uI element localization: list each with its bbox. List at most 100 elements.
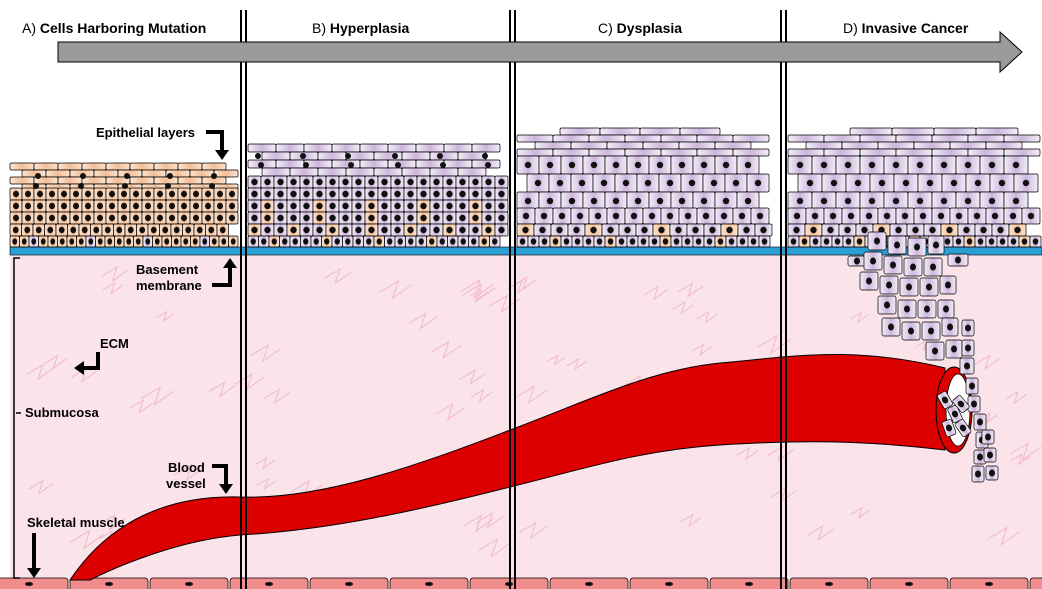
epithelial-cell bbox=[154, 163, 178, 170]
invading-cell bbox=[984, 448, 996, 462]
invading-cell bbox=[960, 358, 974, 374]
epithelial-cell bbox=[934, 128, 976, 135]
invading-cell bbox=[962, 320, 974, 336]
epithelial-cell bbox=[262, 152, 290, 160]
epithelial-cell bbox=[34, 163, 58, 170]
epithelial-cell bbox=[860, 149, 896, 156]
epithelial-cell bbox=[788, 135, 824, 142]
skeletal-muscle-layer bbox=[0, 578, 1042, 589]
epithelial-layers-pointer bbox=[206, 132, 222, 152]
invading-cell bbox=[902, 322, 920, 340]
epithelial-layers-label: Epithelial layers bbox=[96, 125, 195, 140]
epithelial-cell bbox=[517, 149, 553, 156]
invading-cell bbox=[864, 252, 882, 270]
epithelial-cell bbox=[82, 177, 106, 184]
muscle-fiber bbox=[630, 578, 708, 589]
epithelial-cell bbox=[842, 142, 878, 149]
epithelial-cell bbox=[374, 168, 402, 176]
stage-d-heading: D) Invasive Cancer bbox=[843, 20, 969, 36]
invading-cell bbox=[920, 278, 938, 296]
epithelial-cell bbox=[892, 128, 934, 135]
epithelial-cell bbox=[680, 128, 720, 135]
muscle-fiber bbox=[950, 578, 1028, 589]
epithelial-cell bbox=[850, 128, 892, 135]
epithelial-cell bbox=[94, 170, 118, 177]
epithelial-cell bbox=[262, 168, 290, 176]
epithelial-cell bbox=[932, 149, 968, 156]
epithelial-cell bbox=[733, 149, 769, 156]
muscle-fiber bbox=[0, 578, 68, 589]
epithelial-cell bbox=[1004, 149, 1040, 156]
epithelial-cell bbox=[625, 135, 661, 142]
invading-cell bbox=[888, 236, 906, 254]
invading-cell bbox=[928, 236, 944, 254]
skeletal-muscle-label: Skeletal muscle bbox=[27, 515, 125, 530]
invading-cell bbox=[878, 296, 896, 314]
muscle-fiber bbox=[790, 578, 868, 589]
epithelial-cell bbox=[318, 152, 346, 160]
epithelial-cell bbox=[679, 142, 715, 149]
epithelial-cell bbox=[1004, 135, 1040, 142]
epithelial-cell bbox=[332, 144, 360, 152]
invading-cell bbox=[972, 466, 984, 482]
epithelial-cell bbox=[178, 163, 202, 170]
basement-membrane bbox=[10, 247, 1042, 255]
invading-cell bbox=[948, 254, 968, 266]
invading-cell bbox=[986, 466, 998, 480]
epithelial-cell bbox=[458, 168, 486, 176]
epithelial-cell bbox=[878, 142, 914, 149]
epithelial-cell bbox=[290, 168, 318, 176]
muscle-fiber bbox=[150, 578, 228, 589]
epithelial-cell bbox=[715, 142, 751, 149]
ecm-label: ECM bbox=[100, 336, 129, 351]
invading-cell bbox=[860, 272, 878, 290]
invading-cell bbox=[968, 396, 980, 412]
invading-cell bbox=[922, 322, 940, 340]
invading-cell bbox=[942, 318, 958, 336]
invading-cell bbox=[898, 300, 916, 318]
epithelial-cell bbox=[896, 135, 932, 142]
epithelial-cell bbox=[517, 135, 553, 142]
blood-vessel-label-line1: Blood bbox=[168, 460, 205, 475]
invading-cell bbox=[966, 378, 978, 394]
epithelial-cell bbox=[976, 128, 1018, 135]
muscle-fiber bbox=[390, 578, 468, 589]
epithelial-cell bbox=[276, 144, 304, 152]
epithelial-cell bbox=[58, 163, 82, 170]
progression-arrow bbox=[58, 32, 1022, 72]
epithelial-cell bbox=[914, 142, 950, 149]
invading-cell bbox=[962, 340, 974, 356]
invading-cell bbox=[884, 256, 902, 274]
epithelial-cell bbox=[824, 149, 860, 156]
epithelial-cell bbox=[318, 168, 346, 176]
epithelial-cell bbox=[553, 135, 589, 142]
epithelial-cell bbox=[248, 144, 276, 152]
epithelial-cell bbox=[430, 152, 458, 160]
basement-label-line1: Basement bbox=[136, 262, 199, 277]
epithelial-cell bbox=[640, 128, 680, 135]
invading-cell bbox=[868, 232, 886, 250]
invading-cell bbox=[918, 300, 936, 318]
epithelial-cell bbox=[58, 177, 82, 184]
epithelial-cell bbox=[130, 163, 154, 170]
epithelial-cell bbox=[22, 170, 46, 177]
epithelial-cell bbox=[643, 142, 679, 149]
epithelial-cell bbox=[860, 135, 896, 142]
epithelial-cell bbox=[10, 163, 34, 170]
epithelial-cell bbox=[388, 144, 416, 152]
epithelial-cell bbox=[553, 149, 589, 156]
epithelial-cell bbox=[178, 177, 202, 184]
muscle-fiber bbox=[870, 578, 948, 589]
epithelial-cell bbox=[824, 135, 860, 142]
epithelial-cell bbox=[788, 149, 824, 156]
invading-cell bbox=[946, 340, 962, 358]
invading-cell bbox=[908, 238, 926, 256]
epithelial-cell bbox=[589, 149, 625, 156]
basement-label-line2: membrane bbox=[136, 278, 202, 293]
epithelial-cell bbox=[806, 142, 842, 149]
epithelial-cell bbox=[304, 144, 332, 152]
epithelial-cell bbox=[950, 142, 986, 149]
stage-b-heading: B) Hyperplasia bbox=[312, 20, 409, 36]
epithelial-cell bbox=[444, 160, 472, 168]
